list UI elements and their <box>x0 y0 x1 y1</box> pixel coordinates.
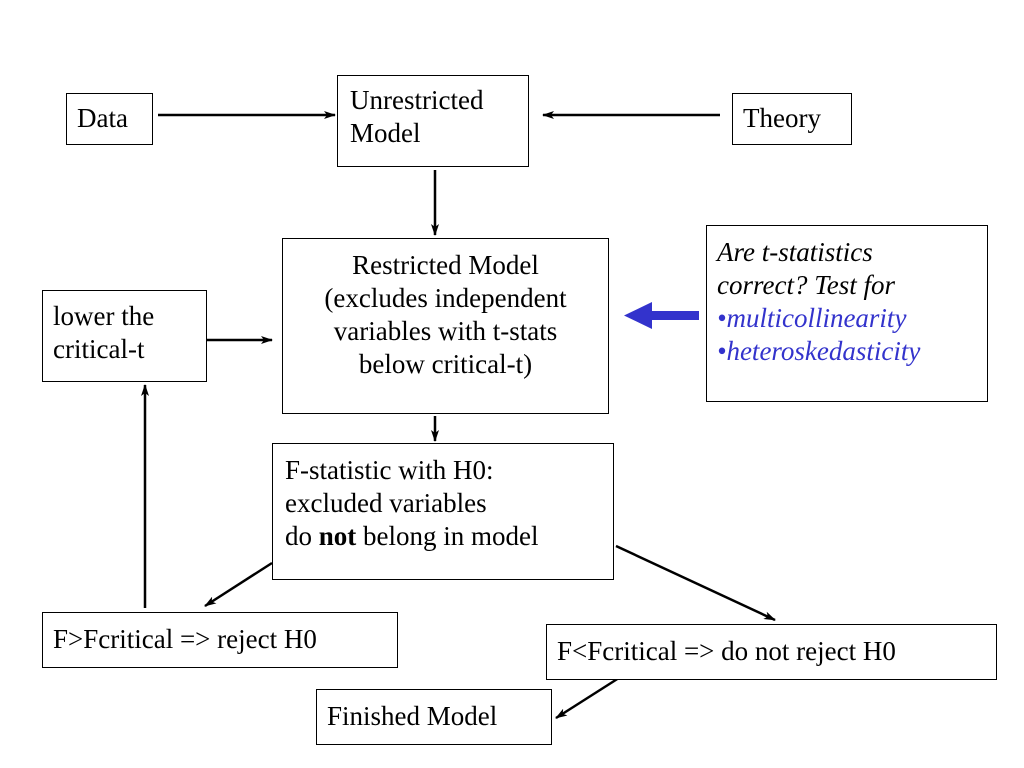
unrestricted-line-2: Model <box>350 118 421 148</box>
fstat-line-3-post: belong in model <box>363 521 539 551</box>
multicollinearity-label: multicollinearity <box>726 303 907 333</box>
restricted-line-1: Restricted Model <box>352 250 539 280</box>
fstat-line-3-pre: do <box>285 521 312 551</box>
blue-arrow <box>624 302 699 329</box>
f-statistic-box: F-statistic with H0: excluded variables … <box>272 443 614 580</box>
restricted-line-3: variables with t-stats <box>333 316 558 346</box>
fstat-line-2: excluded variables <box>285 488 487 518</box>
fstat-line-3: do not belong in model <box>285 520 613 553</box>
do-not-reject-h0-box: F<Fcritical => do not reject H0 <box>546 624 997 680</box>
finished-label: Finished Model <box>327 701 498 731</box>
heteroskedasticity-label: heteroskedasticity <box>726 336 921 366</box>
theory-box: Theory <box>732 93 852 145</box>
restricted-line-2: (excludes independent <box>324 283 567 313</box>
data-label: Data <box>77 103 128 133</box>
lower-line-2: critical-t <box>53 334 145 364</box>
reject-label: F>Fcritical => reject H0 <box>53 624 317 654</box>
arrow-fstat-to-reject <box>204 561 273 608</box>
reject-h0-box: F>Fcritical => reject H0 <box>42 612 398 668</box>
fstat-line-1: F-statistic with H0: <box>285 455 494 485</box>
ttest-line-1: Are t-statistics <box>717 237 873 267</box>
lower-critical-t-box: lower the critical-t <box>42 290 207 382</box>
bullet-icon: • <box>717 303 727 333</box>
bullet-icon: • <box>717 336 727 366</box>
notreject-label: F<Fcritical => do not reject H0 <box>557 636 896 666</box>
ttest-line-2: correct? Test for <box>717 270 896 300</box>
fstat-line-3-bold: not <box>318 521 357 551</box>
ttest-item-multicollinearity: •multicollinearity <box>717 302 987 335</box>
unrestricted-line-1: Unrestricted <box>350 85 484 115</box>
data-box: Data <box>66 93 153 145</box>
finished-model-box: Finished Model <box>316 689 552 745</box>
lower-line-1: lower the <box>53 301 155 331</box>
theory-label: Theory <box>743 103 821 133</box>
restricted-model-box: Restricted Model (excludes independent v… <box>282 238 609 414</box>
arrow-notreject-to-finished <box>555 674 623 720</box>
unrestricted-model-box: Unrestricted Model <box>337 75 529 167</box>
ttest-item-heteroskedasticity: •heteroskedasticity <box>717 335 987 368</box>
t-statistics-test-box: Are t-statistics correct? Test for •mult… <box>706 225 988 402</box>
arrow-fstat-to-notreject <box>615 544 776 622</box>
restricted-line-4: below critical-t) <box>358 349 533 379</box>
